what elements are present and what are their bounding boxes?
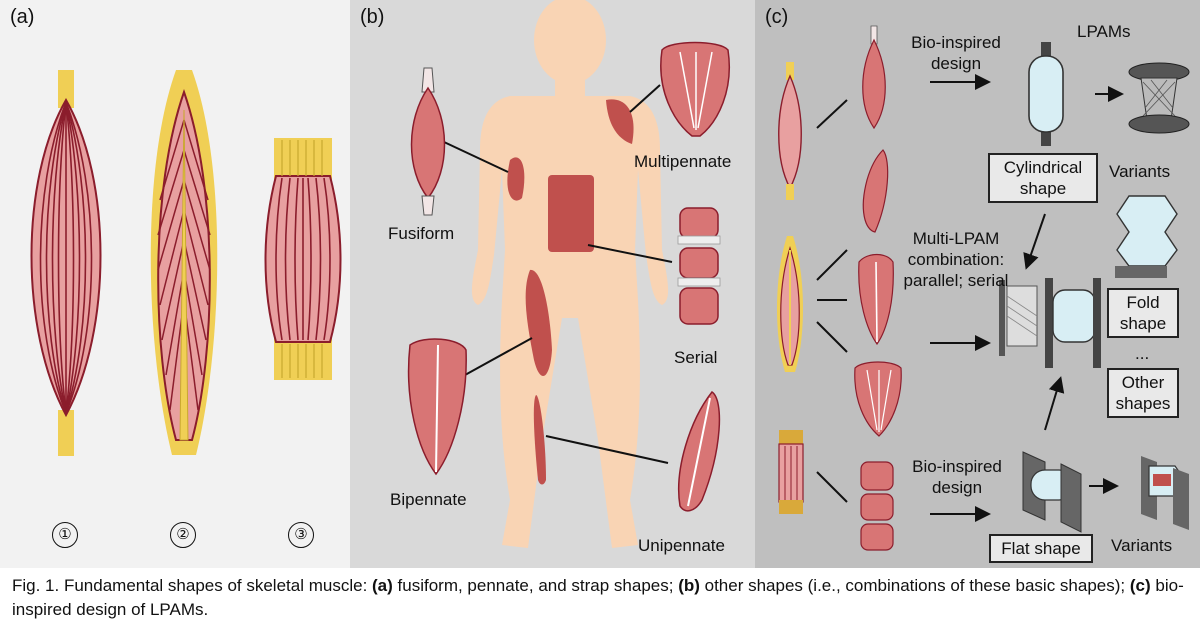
caption-b-text: other shapes (i.e., combinations of thes… — [699, 576, 1130, 595]
variants-bottom-label: Variants — [1111, 536, 1173, 555]
caption-a-text: fusiform, pennate, and strap shapes; — [392, 576, 679, 595]
muscle-patches — [507, 99, 634, 485]
arrows — [930, 74, 1124, 522]
multi-lpam-label: Multi-LPAM combination: parallel; serial — [903, 229, 1009, 290]
mid-serial — [860, 461, 894, 551]
flat-shape — [1022, 451, 1082, 533]
pennate-muscle-2 — [150, 70, 218, 455]
flat-shape-box: Flat shape — [989, 534, 1093, 563]
number-1: ① — [52, 522, 78, 548]
panel-a-label: (a) — [10, 6, 35, 28]
bipennate-label: Bipennate — [390, 490, 467, 509]
lpam-pill — [1028, 42, 1064, 146]
panel-c-drawing — [777, 25, 1190, 551]
connector-lines — [443, 84, 673, 464]
number-2: ② — [170, 522, 196, 548]
ellipsis-label: ... — [1135, 344, 1150, 363]
flat-variant — [1141, 456, 1189, 530]
lpams-label: LPAMs — [1077, 22, 1131, 41]
bio-design-top-label: Bio-inspired design — [911, 33, 1001, 73]
caption-c-text: bio-inspired design of LPAMs. — [12, 576, 1184, 619]
caption-b-label: (b) — [678, 576, 700, 595]
human-silhouette — [471, 0, 669, 548]
bio-design-bottom-label: Bio-inspired design — [912, 457, 1002, 497]
caption-prefix: Fig. 1. Fundamental shapes of skeletal m… — [12, 576, 373, 595]
cylindrical-shape-box: Cylindrical shape — [988, 153, 1098, 203]
strap-muscle-3 — [264, 138, 342, 380]
caption-a-label: (a) — [372, 576, 393, 595]
serial-label: Serial — [674, 348, 718, 367]
fusiform-label: Fusiform — [388, 224, 455, 243]
other-shapes-box: Other shapes — [1107, 368, 1179, 418]
panel-b: (b) — [350, 0, 755, 568]
mid-fusiform — [862, 25, 886, 130]
panel-c-label: (c) — [765, 6, 789, 28]
serial-icon — [677, 207, 721, 325]
basic-strap — [778, 430, 804, 514]
fold-accordion — [1115, 195, 1178, 278]
multi-lpam-stack — [999, 278, 1101, 368]
bipennate-icon — [407, 338, 467, 476]
unipennate-icon — [678, 390, 721, 512]
fold-shape-box: Fold shape — [1107, 288, 1179, 338]
caption-c-label: (c) — [1129, 576, 1151, 595]
lpam-mesh — [1128, 62, 1190, 134]
basic-fusiform — [778, 62, 802, 200]
panel-a-drawing — [30, 70, 342, 456]
mid-multipennate — [854, 361, 902, 437]
fusiform-muscle-1 — [30, 70, 102, 456]
figure-caption: Fig. 1. Fundamental shapes of skeletal m… — [12, 574, 1192, 622]
branch-lines — [816, 99, 848, 503]
panel-b-drawing — [407, 0, 730, 548]
mid-unipennate — [862, 149, 889, 233]
mid-bipennate — [858, 253, 894, 346]
number-3: ③ — [288, 522, 314, 548]
panel-c: (c) — [755, 0, 1200, 568]
multipennate-label: Multipennate — [634, 152, 732, 171]
panel-a: (a) — [0, 0, 350, 568]
fusiform-icon — [410, 67, 446, 216]
unipennate-label: Unipennate — [638, 536, 725, 555]
variants-top-label: Variants — [1109, 162, 1171, 181]
panel-b-label: (b) — [360, 6, 385, 28]
multipennate-icon — [660, 41, 730, 137]
basic-pennate — [777, 236, 803, 372]
